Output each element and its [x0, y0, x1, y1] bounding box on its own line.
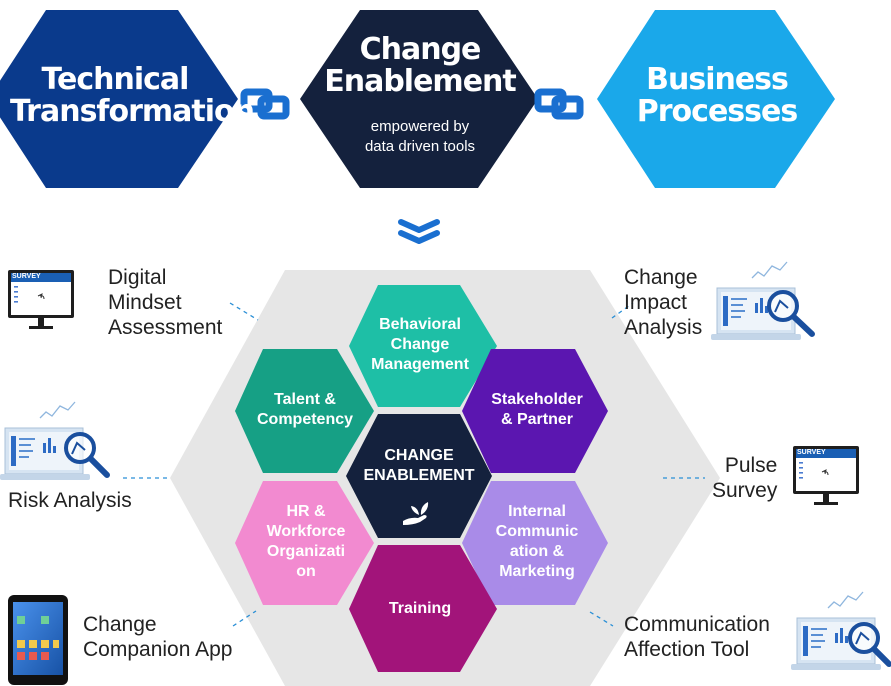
survey-monitor-icon	[8, 270, 74, 329]
change-impact-label: Change Impact Analysis	[624, 265, 702, 341]
training-label: Training	[356, 595, 484, 623]
tool-line: Mindset	[108, 291, 182, 315]
analytics-laptop-icon	[0, 401, 110, 480]
change-enablement-center-label: CHANGE ENABLEMENT	[346, 440, 492, 492]
tool-line: Risk Analysis	[8, 489, 132, 512]
technical-transformation-title: Technical Transformation	[10, 62, 255, 129]
survey-header-label: SURVEY	[12, 273, 41, 280]
cell-line: Behavioral	[379, 316, 461, 333]
cell-line: Training	[388, 600, 452, 617]
cell-line: Change	[390, 336, 450, 353]
cell-line: Management	[371, 356, 469, 373]
tool-line: Communication	[624, 613, 770, 636]
tool-line: Assessment	[108, 316, 223, 340]
pulse-survey-label: Pulse Survey	[712, 453, 777, 503]
talent-competency-cell	[235, 349, 374, 473]
title-line: Enablement	[324, 63, 517, 99]
behavioral-change-cell	[349, 285, 497, 407]
cell-line: ation &	[509, 543, 565, 560]
subtitle-line: data driven tools	[364, 138, 476, 156]
change-enablement-title: Change Enablement	[320, 34, 520, 97]
communication-tool-label: Communication Affection Tool	[624, 612, 770, 662]
tool-line: Impact	[624, 291, 688, 315]
connector-lines	[123, 302, 705, 627]
title-line: Business	[646, 62, 789, 97]
tool-line: Survey	[712, 479, 778, 503]
talent-competency-label: Talent & Competency	[240, 380, 370, 440]
cell-line: HR &	[286, 503, 326, 520]
cell-line: Marketing	[499, 563, 575, 580]
survey-monitor-icon	[793, 446, 859, 505]
tool-line: Pulse	[724, 454, 778, 477]
business-processes-title: Business Processes	[612, 64, 822, 127]
cell-line: Workforce	[266, 523, 346, 540]
tablet-icon	[8, 595, 68, 685]
survey-header-label: SURVEY	[797, 449, 826, 456]
training-cell	[349, 545, 497, 672]
title-line: Technical	[41, 62, 190, 97]
plant-hand-icon	[403, 502, 429, 525]
companion-app-label: Change Companion App	[83, 612, 232, 662]
technical-transformation-hexagon	[0, 10, 238, 188]
subtitle-line: empowered by	[370, 118, 470, 135]
cell-line: on	[296, 563, 316, 580]
tool-line: Affection Tool	[624, 638, 750, 662]
analytics-laptop-icon	[791, 591, 891, 670]
title-line: Transformation	[10, 93, 255, 129]
title-line: Change	[359, 32, 482, 67]
change-enablement-hexagon	[300, 10, 538, 188]
risk-analysis-label: Risk Analysis	[8, 488, 132, 513]
tool-line: Change	[83, 613, 157, 636]
hr-workforce-cell	[235, 481, 374, 605]
digital-mindset-label: Digital Mindset Assessment	[108, 265, 222, 341]
tool-line: Analysis	[624, 316, 703, 340]
tool-line: Digital	[108, 266, 167, 289]
cell-line: Internal	[508, 503, 566, 520]
chevron-down-icon	[398, 219, 440, 244]
cell-line: Organizati	[266, 543, 346, 560]
analytics-laptop-icon	[711, 261, 815, 340]
tool-line: Change	[624, 266, 698, 289]
cell-line: Competency	[256, 411, 354, 428]
stakeholder-partner-cell	[462, 349, 608, 473]
tool-line: Companion App	[83, 638, 233, 662]
cell-line: & Partner	[500, 411, 574, 428]
business-processes-hexagon	[597, 10, 835, 188]
stakeholder-partner-label: Stakeholder & Partner	[468, 380, 606, 440]
cell-line: CHANGE	[384, 447, 454, 464]
title-line: Processes	[636, 93, 798, 129]
internal-communication-cell	[462, 481, 608, 605]
cell-line: Communic	[495, 523, 579, 540]
change-enablement-center-cell	[346, 414, 492, 538]
cell-line: ENABLEMENT	[363, 467, 475, 484]
cell-line: Stakeholder	[491, 391, 583, 408]
change-enablement-subtitle: empowered by data driven tools	[320, 117, 520, 158]
link-icon	[534, 88, 584, 120]
link-icon	[240, 88, 290, 120]
cell-line: Talent &	[274, 391, 336, 408]
